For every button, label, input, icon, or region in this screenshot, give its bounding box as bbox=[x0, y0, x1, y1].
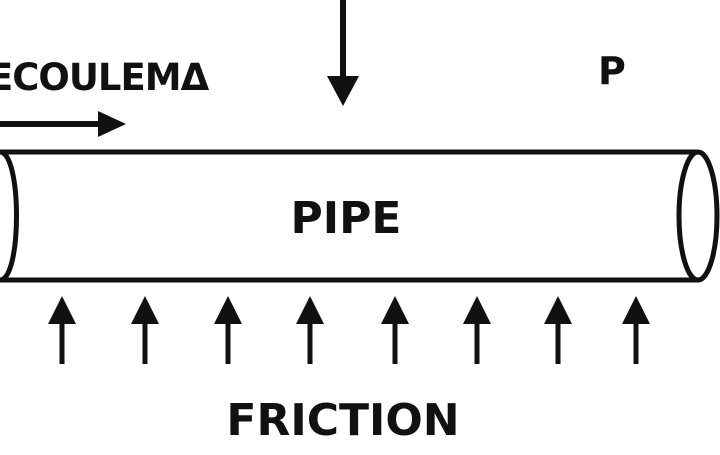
friction-arrow bbox=[48, 296, 76, 364]
friction-arrow bbox=[544, 296, 572, 364]
flow-arrow bbox=[0, 111, 126, 137]
friction-arrows bbox=[48, 296, 650, 364]
friction-arrow bbox=[463, 296, 491, 364]
friction-label: FRICTION bbox=[226, 395, 459, 446]
pipe-right-end bbox=[676, 149, 720, 283]
pipe-label: PIPE bbox=[291, 193, 402, 244]
pressure-label: P bbox=[598, 49, 626, 93]
friction-arrow bbox=[296, 296, 324, 364]
load-arrow-down bbox=[327, 0, 359, 106]
friction-arrow bbox=[622, 296, 650, 364]
pipe bbox=[0, 149, 720, 283]
flow-label: ECOULEMΔ bbox=[0, 56, 210, 99]
pipe-left-end bbox=[0, 149, 19, 283]
friction-arrow bbox=[131, 296, 159, 364]
friction-arrow bbox=[381, 296, 409, 364]
friction-arrow bbox=[214, 296, 242, 364]
pipe-body bbox=[0, 152, 698, 280]
